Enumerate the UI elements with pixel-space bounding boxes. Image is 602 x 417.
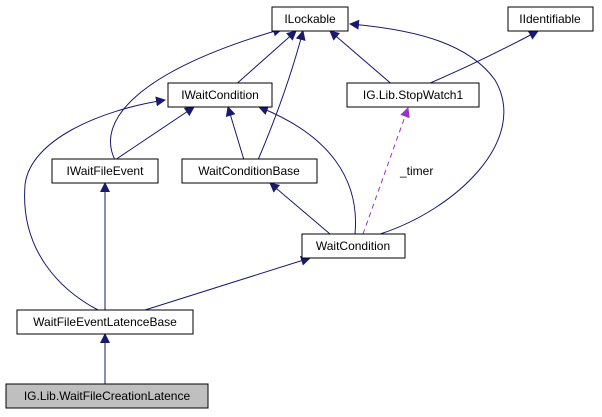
nodes-layer: ILockable IIdentifiable IWaitCondition I… <box>5 6 594 409</box>
edge-waitconditionbase-to-ilockable <box>257 30 306 161</box>
edge-waitfileeventlatencebase-to-iwaitcondition <box>24 96 166 311</box>
svg-text:WaitFileEventLatenceBase: WaitFileEventLatenceBase <box>33 315 177 329</box>
node-iwaitcondition[interactable]: IWaitCondition <box>167 82 273 108</box>
edge-stopwatch-to-ilockable <box>329 30 396 88</box>
edge-iwaitcondition-to-ilockable <box>232 30 297 88</box>
edge-stopwatch-to-iidentifiable <box>420 30 539 88</box>
node-iidentifiable[interactable]: IIdentifiable <box>507 6 594 32</box>
svg-text:IWaitFileEvent: IWaitFileEvent <box>67 164 145 178</box>
svg-text:ILockable: ILockable <box>284 12 336 26</box>
svg-text:WaitCondition: WaitCondition <box>316 239 390 253</box>
svg-text:IIdentifiable: IIdentifiable <box>519 12 581 26</box>
node-waitfilecreationlatence[interactable]: IG.Lib.WaitFileCreationLatence <box>5 383 209 409</box>
node-waitconditionbase[interactable]: WaitConditionBase <box>181 158 318 184</box>
node-ilockable[interactable]: ILockable <box>271 6 349 32</box>
svg-text:WaitConditionBase: WaitConditionBase <box>198 164 300 178</box>
edge-waitcondition-to-iwaitcondition <box>258 105 357 235</box>
edges-layer: _timer <box>24 19 539 384</box>
edge-label-timer: _timer <box>399 164 433 178</box>
svg-text:IG.Lib.StopWatch1: IG.Lib.StopWatch1 <box>363 88 464 102</box>
node-stopwatch[interactable]: IG.Lib.StopWatch1 <box>346 82 480 108</box>
edge-iwaitfileevent-to-iwaitcondition <box>114 106 195 161</box>
edge-iwaitfileevent-to-ilockable <box>110 26 283 161</box>
edge-waitcondition-to-stopwatch <box>362 107 410 235</box>
edge-waitcondition-to-waitconditionbase <box>269 182 331 235</box>
svg-text:IWaitCondition: IWaitCondition <box>181 88 259 102</box>
edge-waitcondition-to-ilockable <box>349 19 505 235</box>
edge-waitconditionbase-to-iwaitcondition <box>225 106 245 161</box>
svg-text:IG.Lib.WaitFileCreationLatence: IG.Lib.WaitFileCreationLatence <box>24 389 191 403</box>
node-iwaitfileevent[interactable]: IWaitFileEvent <box>51 158 159 184</box>
edge-waitfileeventlatencebase-to-waitcondition <box>144 255 311 311</box>
node-waitcondition[interactable]: WaitCondition <box>301 233 406 259</box>
node-waitfileeventlatencebase[interactable]: WaitFileEventLatenceBase <box>16 309 194 335</box>
